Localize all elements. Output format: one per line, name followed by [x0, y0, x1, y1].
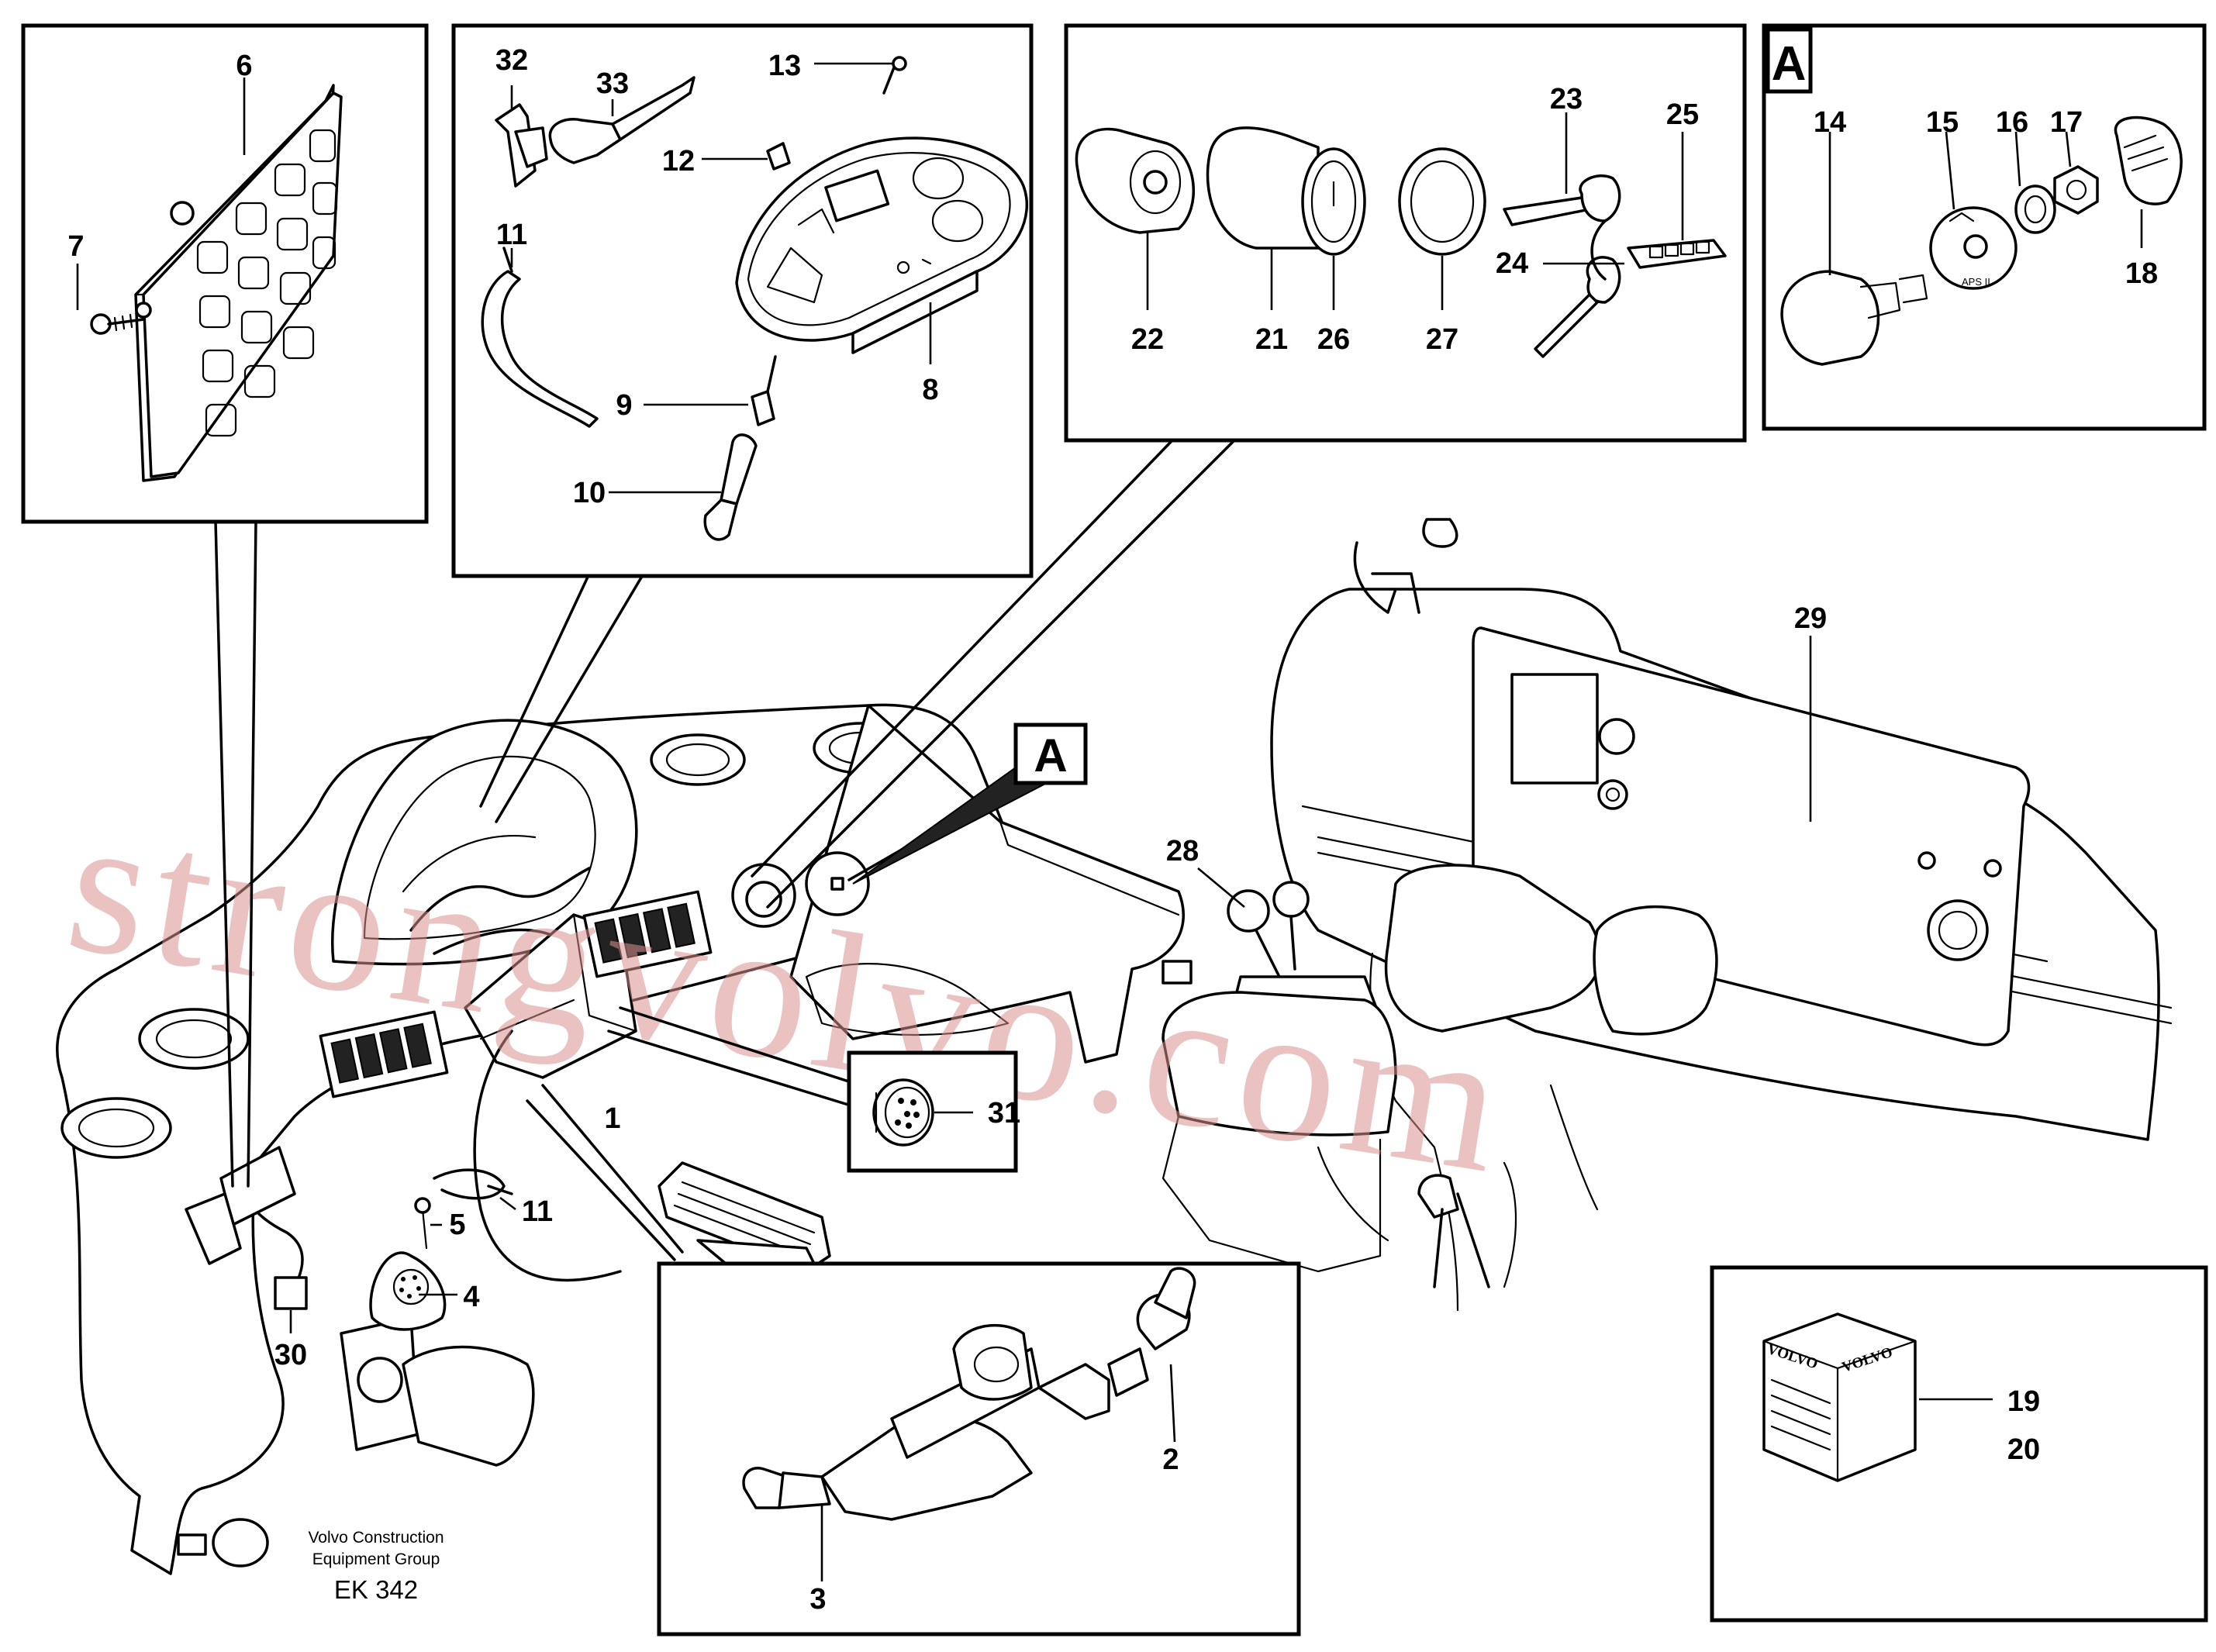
- section-label: A: [1772, 37, 1807, 91]
- part-label: 29: [1794, 602, 1827, 635]
- keypad-buttons: [196, 129, 338, 437]
- box-keypad: [21, 23, 429, 524]
- part-label: 9: [616, 389, 632, 422]
- part-label: 27: [1426, 323, 1458, 356]
- part-label: 21: [1255, 323, 1288, 356]
- part-label: 31: [988, 1097, 1020, 1129]
- footer-code: EK 342: [334, 1575, 418, 1604]
- footer: Volvo Construction Equipment Group EK 34…: [308, 1529, 444, 1604]
- part-label: 33: [596, 67, 629, 100]
- box-a-rotary-switch: [1762, 23, 2207, 431]
- knob-marking: APS II: [1962, 276, 1990, 288]
- part-label: 6: [236, 50, 252, 82]
- footer-line2: Equipment Group: [312, 1550, 440, 1568]
- part-label: 32: [495, 44, 528, 77]
- part-label: 26: [1317, 323, 1350, 356]
- box-multi-switch: [657, 1261, 1301, 1636]
- part-labels: 1 2 3 4 5 6 7 8 9 10 11 11 12 13 14 15 1…: [67, 44, 2158, 1616]
- box-connector: [847, 1050, 1018, 1173]
- part-label: 18: [2125, 257, 2158, 290]
- box-manual: VOLVO VOLVO: [1710, 1265, 2208, 1623]
- part-label: 25: [1666, 98, 1699, 131]
- part-label: 10: [573, 477, 606, 509]
- cab-side-panel: [1162, 518, 2173, 1312]
- part-label: 12: [662, 145, 695, 178]
- dashboard-assembly: [56, 703, 1193, 1575]
- part-label: 3: [809, 1583, 826, 1616]
- part-label: 8: [922, 374, 938, 406]
- part-label: 4: [463, 1281, 479, 1313]
- callout-leaders: [214, 440, 1234, 1261]
- part-label: 11: [522, 1195, 553, 1228]
- switch-bank-left: [319, 1010, 449, 1098]
- switch-bank-center: [582, 890, 713, 978]
- part-label: 19: [2007, 1385, 2040, 1418]
- box-instrument-cluster: [451, 23, 1034, 578]
- part-label: 30: [274, 1339, 307, 1371]
- part-label: 2: [1162, 1443, 1179, 1476]
- part-label: 14: [1814, 106, 1846, 139]
- callout-label: A: [1034, 729, 1067, 781]
- box-ignition: [1064, 23, 1747, 443]
- part-label: 23: [1550, 83, 1583, 116]
- part-label: 13: [768, 50, 801, 82]
- part-label: 1: [604, 1102, 620, 1135]
- socket-assembly: [340, 1197, 535, 1467]
- part-label: 11: [496, 219, 527, 251]
- part-label: 15: [1926, 106, 1959, 139]
- part-label: 5: [449, 1209, 465, 1241]
- part-label: 7: [67, 230, 84, 263]
- footer-line1: Volvo Construction: [308, 1529, 444, 1547]
- leader-ticks: [289, 636, 1812, 1333]
- part-label: 16: [1996, 106, 2028, 139]
- part-label: 28: [1166, 835, 1199, 867]
- part-label: 20: [2007, 1433, 2040, 1466]
- callout-tag-a: A: [1013, 723, 1088, 785]
- section-tag-a: A: [1772, 37, 1807, 91]
- part-label: 17: [2050, 106, 2083, 139]
- part-label: 22: [1131, 323, 1164, 356]
- part-label: 24: [1496, 247, 1528, 280]
